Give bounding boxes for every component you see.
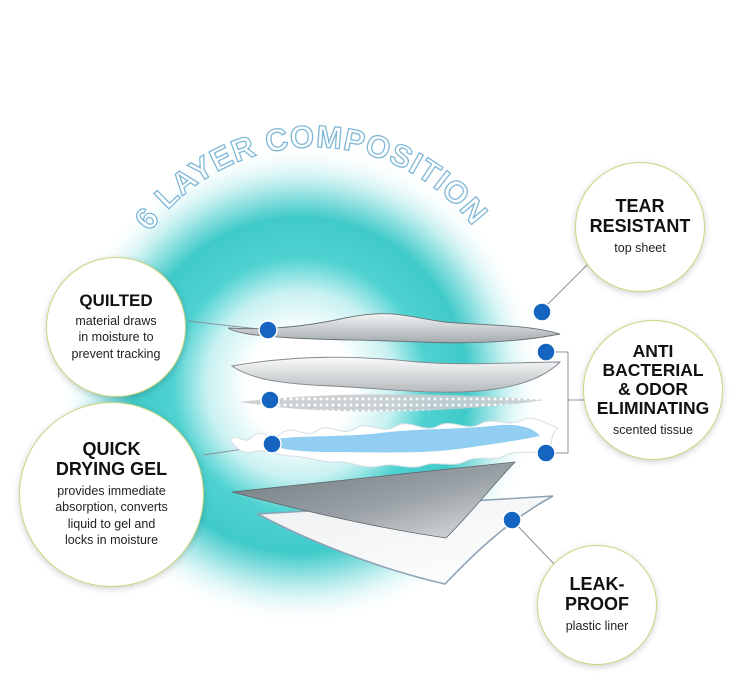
callout-tear-text: top sheet <box>614 241 666 256</box>
marker-tear-resistant <box>532 302 552 322</box>
marker-leak-proof <box>502 510 522 530</box>
callout-quilted-text: material draws in moisture to prevent tr… <box>71 313 161 361</box>
callout-anti-text: scented tissue <box>613 422 693 437</box>
leader-leak <box>511 519 557 567</box>
marker-anti-bottom <box>536 443 556 463</box>
layer-second-sheet <box>230 356 562 393</box>
callout-tear-heading: TEAR RESISTANT <box>589 196 691 236</box>
layer-dark-core <box>231 461 517 539</box>
callout-anti-heading: ANTI BACTERIAL & ODOR ELIMINATING <box>596 340 710 418</box>
callout-gel-heading: QUICK DRYING GEL <box>55 439 168 479</box>
callout-gel-text: provides immediate absorption, converts … <box>55 483 168 548</box>
leader-anti <box>545 351 569 454</box>
gel-blue-fill <box>262 424 540 453</box>
marker-gel <box>262 434 282 454</box>
callout-leak-proof: LEAK- PROOF plastic liner <box>537 545 657 665</box>
callout-tear-resistant: TEAR RESISTANT top sheet <box>575 162 705 292</box>
callout-quilted: QUILTED material draws in moisture to pr… <box>46 257 186 397</box>
callout-quick-drying-gel: QUICK DRYING GEL provides immediate abso… <box>19 402 204 587</box>
callout-leak-text: plastic liner <box>565 619 629 634</box>
marker-quilted <box>258 320 278 340</box>
layer-stack <box>227 313 562 585</box>
marker-tissue <box>260 390 280 410</box>
callout-quilted-heading: QUILTED <box>79 290 153 310</box>
layer-scented-tissue <box>240 394 545 412</box>
callout-leak-heading: LEAK- PROOF <box>564 574 629 614</box>
layer-top-sheet <box>227 313 561 344</box>
callout-anti-bacterial: ANTI BACTERIAL & ODOR ELIMINATING scente… <box>583 320 723 460</box>
leader-tear <box>541 261 591 311</box>
markers <box>258 302 556 530</box>
marker-anti-top <box>536 342 556 362</box>
